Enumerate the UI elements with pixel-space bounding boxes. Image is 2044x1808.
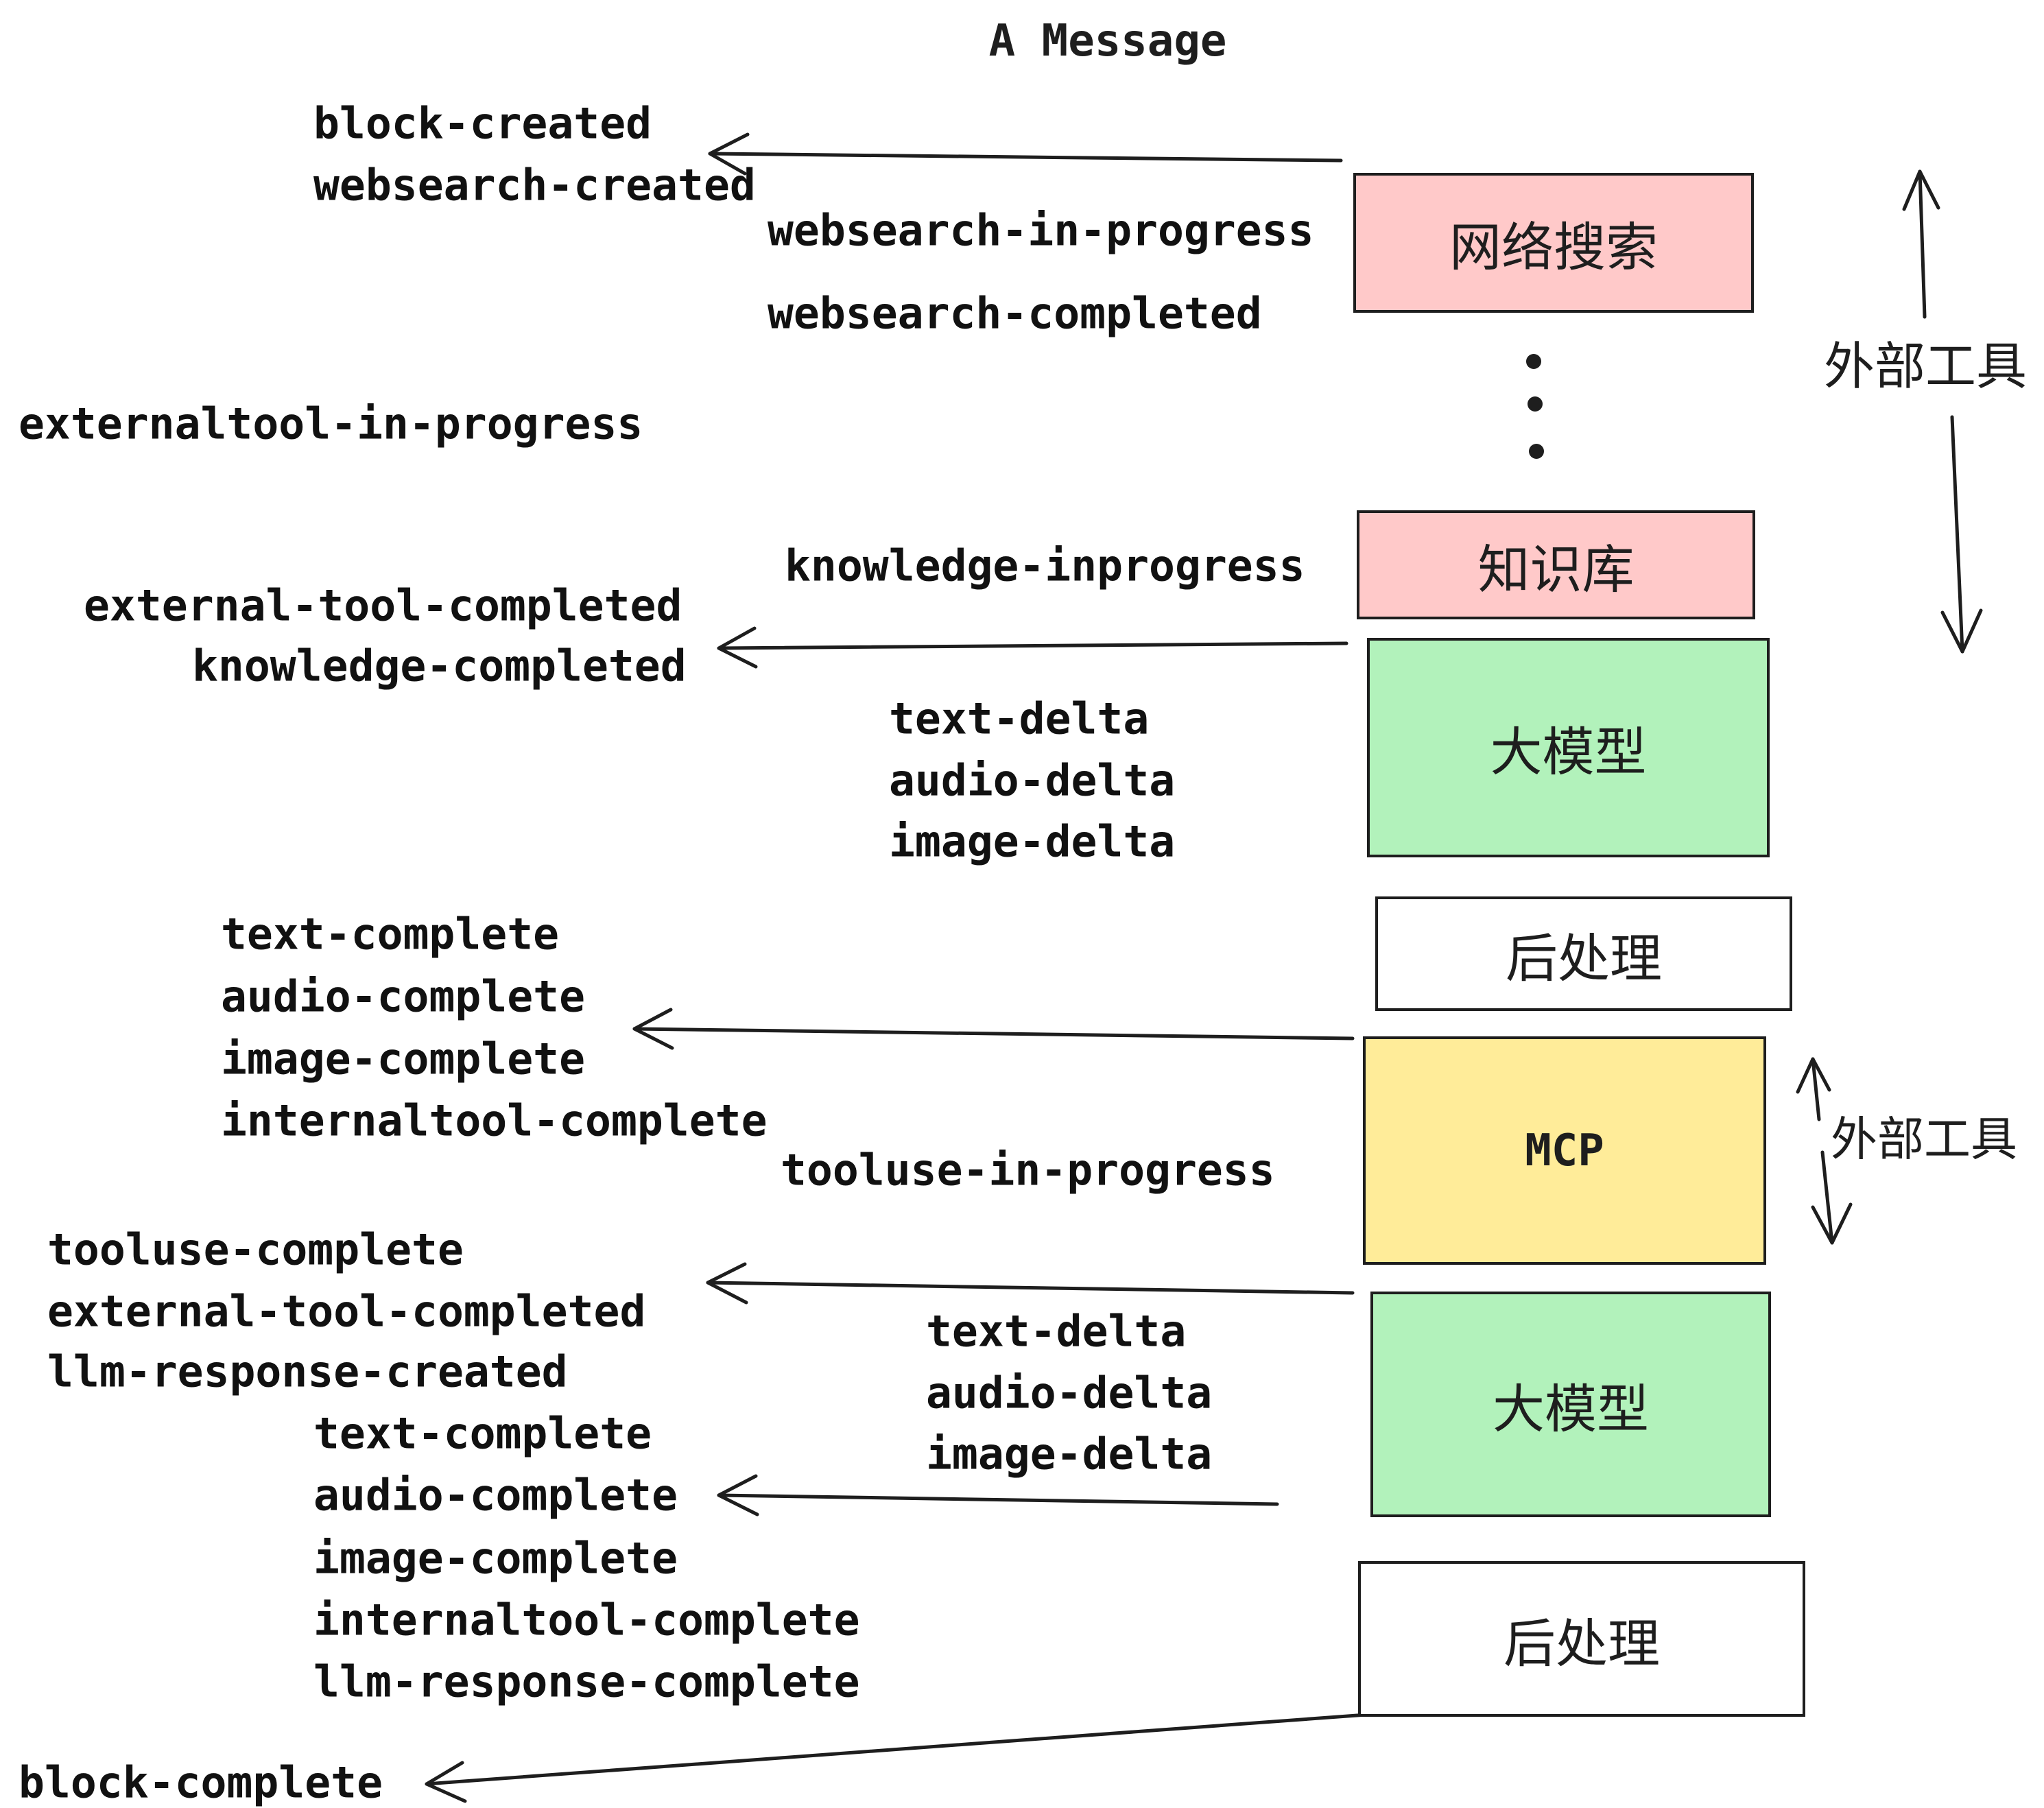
event-image-complete-2: image-complete — [313, 1533, 678, 1584]
external-tools-label-mid: 外部工具 — [1830, 1113, 2018, 1166]
event-text-complete-2: text-complete — [313, 1408, 652, 1459]
llm-box-2: 大模型 — [1370, 1292, 1771, 1517]
mcp-box: MCP — [1363, 1036, 1766, 1265]
event-text-complete-1: text-complete — [221, 909, 560, 960]
mcp-box-label: MCP — [1525, 1125, 1604, 1176]
external-tools-mid-down-arrow — [1811, 1150, 1853, 1245]
event-audio-complete-1: audio-complete — [221, 971, 586, 1022]
event-block-created: block-created — [313, 98, 652, 149]
event-websearch-completed: websearch-completed — [768, 288, 1262, 339]
postprocess-box-1: 后处理 — [1375, 896, 1792, 1011]
event-audio-delta-1: audio-delta — [889, 755, 1176, 806]
ellipsis-dots-icon — [1526, 354, 1544, 459]
event-websearch-in-progress: websearch-in-progress — [768, 205, 1314, 256]
event-knowledge-inprogress: knowledge-inprogress — [785, 540, 1305, 591]
postprocess-box-2: 后处理 — [1358, 1561, 1805, 1717]
event-websearch-created: websearch-created — [313, 160, 756, 211]
event-external-tool-completed-2: external-tool-completed — [47, 1286, 646, 1337]
arrow-llm-to-knowledge-completed — [717, 626, 1348, 669]
event-llm-response-created: llm-response-created — [47, 1346, 568, 1397]
event-image-complete-1: image-complete — [221, 1034, 586, 1084]
event-text-delta-2: text-delta — [926, 1306, 1187, 1357]
event-audio-delta-2: audio-delta — [926, 1368, 1213, 1418]
event-llm-response-complete: llm-response-complete — [313, 1656, 860, 1707]
arrow-to-image-complete — [632, 1008, 1355, 1050]
llm-box-1: 大模型 — [1367, 638, 1770, 857]
arrow-to-audio-complete — [717, 1474, 1279, 1516]
event-external-tool-completed-1: external-tool-completed — [84, 580, 682, 631]
external-tools-label-top: 外部工具 — [1824, 337, 2027, 395]
event-externaltool-in-progress: externaltool-in-progress — [19, 399, 643, 449]
event-text-delta-1: text-delta — [889, 693, 1150, 744]
event-image-delta-1: image-delta — [889, 816, 1176, 867]
llm-box-1-label: 大模型 — [1490, 724, 1647, 782]
event-block-complete: block-complete — [19, 1757, 383, 1808]
knowledge-box: 知识库 — [1357, 510, 1755, 619]
external-tools-down-arrow — [1940, 415, 1983, 654]
external-tools-up-arrow — [1902, 169, 1940, 319]
knowledge-box-label: 知识库 — [1477, 540, 1635, 599]
arrow-to-block-complete — [425, 1713, 1368, 1803]
event-tooluse-in-progress: tooluse-in-progress — [781, 1145, 1275, 1196]
event-audio-complete-2: audio-complete — [313, 1470, 678, 1521]
event-image-delta-2: image-delta — [926, 1429, 1213, 1479]
postprocess-box-2-label: 后处理 — [1504, 1615, 1660, 1674]
event-tooluse-complete: tooluse-complete — [47, 1224, 464, 1275]
arrow-websearch-to-created — [708, 132, 1343, 176]
event-internaltool-complete-2: internaltool-complete — [313, 1595, 860, 1645]
websearch-box-label: 网络搜索 — [1449, 219, 1658, 277]
event-internaltool-complete-1: internaltool-complete — [221, 1095, 768, 1146]
diagram-title: A Message — [988, 16, 1227, 67]
llm-box-2-label: 大模型 — [1493, 1380, 1649, 1439]
postprocess-box-1-label: 后处理 — [1506, 929, 1662, 988]
external-tools-mid-up-arrow — [1796, 1057, 1831, 1121]
websearch-box: 网络搜索 — [1353, 173, 1754, 313]
arrow-to-tooluse-complete — [706, 1262, 1355, 1305]
event-knowledge-completed: knowledge-completed — [192, 641, 687, 691]
